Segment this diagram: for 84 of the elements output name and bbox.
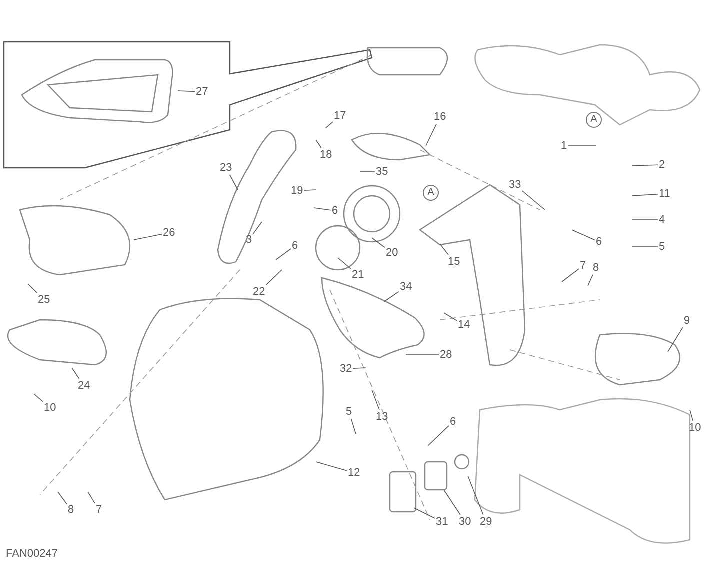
- callout-number: 10: [689, 422, 702, 434]
- leader-line: [632, 164, 658, 166]
- callout-number: 10: [44, 402, 56, 414]
- leader-line: [406, 354, 440, 356]
- leader-line: [58, 492, 68, 505]
- callout-number: 34: [400, 281, 412, 293]
- callout-number: 6: [292, 240, 298, 252]
- leader-line: [428, 426, 450, 446]
- callout-number: 9: [684, 315, 690, 327]
- callout-number: 6: [596, 236, 602, 248]
- callout-number: 32: [340, 363, 352, 375]
- leader-line: [444, 312, 458, 322]
- leader-line: [522, 190, 546, 210]
- leader-line: [338, 258, 352, 270]
- leader-line: [252, 222, 262, 235]
- callout-number: 1: [561, 140, 568, 152]
- callout-number: 19: [291, 185, 304, 197]
- leader-line: [444, 490, 461, 516]
- leader-line: [414, 508, 436, 519]
- callout-number: 8: [593, 262, 600, 274]
- callout-number: 6: [332, 205, 338, 217]
- leader-line: [28, 284, 38, 294]
- callout-number: 24: [78, 380, 90, 392]
- callout-number: 7: [580, 260, 586, 272]
- callout-number: 26: [163, 227, 176, 239]
- leader-line: [426, 124, 438, 146]
- callout-number: 15: [448, 256, 460, 268]
- leader-line: [562, 268, 580, 282]
- callout-number: 27: [196, 86, 208, 98]
- reference-mark: A: [423, 185, 439, 201]
- callout-number: 6: [450, 416, 456, 428]
- leader-line: [178, 90, 196, 92]
- leader-line: [384, 291, 400, 302]
- reference-mark: A: [586, 112, 602, 128]
- callout-number: 20: [386, 247, 398, 259]
- leader-line: [668, 327, 684, 352]
- callout-number: 18: [320, 149, 332, 161]
- leader-line: [468, 476, 484, 516]
- leader-line: [134, 234, 162, 240]
- leader-line: [588, 274, 594, 286]
- leader-line: [632, 194, 658, 196]
- leader-line: [230, 174, 238, 190]
- leader-line: [326, 122, 334, 128]
- leader-line: [276, 248, 292, 260]
- callout-number: 8: [68, 504, 74, 516]
- drawing-code: FAN00247: [6, 548, 58, 560]
- leader-line: [34, 394, 44, 402]
- leader-line: [72, 368, 80, 380]
- callout-number: 33: [509, 179, 522, 191]
- callout-number: 11: [659, 188, 670, 200]
- callout-number: 28: [440, 349, 452, 361]
- callout-number: 4: [659, 214, 666, 226]
- callout-number: 16: [434, 111, 446, 123]
- callout-number: 23: [220, 162, 232, 174]
- leader-line: [690, 410, 694, 422]
- callout-number: 5: [659, 241, 666, 253]
- leader-line: [372, 238, 386, 248]
- leader-line: [88, 492, 96, 504]
- leader-line: [352, 368, 366, 369]
- leader-line: [632, 246, 658, 248]
- callout-number: 12: [348, 467, 360, 479]
- callout-number: 25: [38, 294, 50, 306]
- callout-number: 22: [253, 286, 266, 298]
- callout-number: 5: [346, 406, 352, 418]
- callout-number: 31: [436, 516, 448, 528]
- callout-number: 2: [659, 159, 666, 171]
- leader-line: [350, 418, 356, 434]
- callout-number: 7: [96, 504, 102, 516]
- callout-number: 14: [458, 319, 470, 331]
- callout-number: 13: [376, 411, 388, 423]
- leader-line: [440, 244, 449, 256]
- leader-line: [314, 208, 332, 211]
- callout-number: 3: [246, 234, 252, 246]
- leader-line: [304, 190, 316, 191]
- leader-line: [316, 462, 348, 472]
- leader-line: [266, 270, 282, 286]
- leader-line: [316, 140, 322, 148]
- callout-number: 35: [376, 166, 388, 178]
- leader-line: [572, 230, 596, 241]
- callout-number: 29: [480, 516, 492, 528]
- callout-number: 30: [459, 516, 472, 528]
- leader-line: [372, 390, 380, 410]
- callout-number: 21: [352, 269, 364, 281]
- callout-number: 17: [334, 110, 346, 122]
